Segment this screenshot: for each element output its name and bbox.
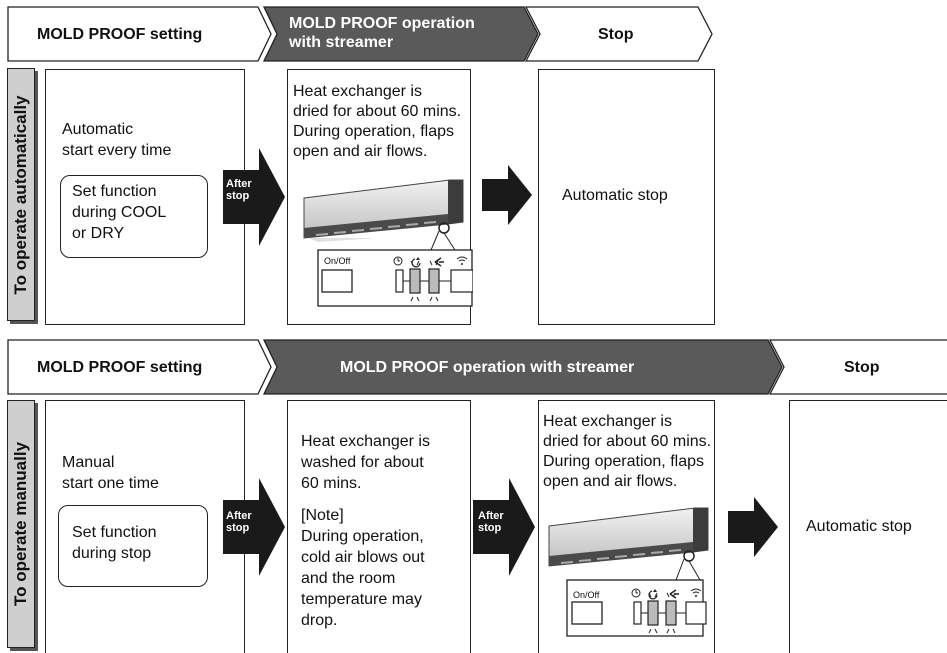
auto-step-setting-label: MOLD PROOF setting	[37, 26, 203, 43]
manual-step-stop-shape	[768, 339, 947, 395]
manual-control-panel	[571, 588, 707, 634]
manual-arrow-to-stop	[728, 497, 778, 557]
manual-after-stop-arrow-2: After stop	[473, 478, 535, 576]
auto-step-bar	[7, 6, 713, 62]
wifi-icon	[456, 256, 468, 265]
manual-panel-onoff-label: On/Off	[573, 590, 600, 600]
auto-arrow-to-stop	[482, 165, 532, 225]
auto-after-stop-arrow: After stop	[223, 148, 285, 246]
streamer-icon	[648, 589, 658, 600]
auto-after-stop-label-2: stop	[226, 190, 250, 202]
manual-step-stop-label: Stop	[844, 359, 880, 376]
auto-stop-text: Automatic stop	[562, 187, 668, 204]
manual-stop-box	[789, 400, 947, 653]
streamer-icon	[411, 257, 421, 268]
auto-control-panel	[321, 256, 473, 302]
manual-setting-function-box	[58, 505, 208, 587]
manual-setting-function-text: Set function during stop	[72, 524, 157, 562]
auto-onoff-button	[321, 269, 353, 293]
manual-dry-text: Heat exchanger is dried for about 60 min…	[543, 413, 712, 490]
auto-step-setting-shape	[7, 6, 272, 62]
auto-stop-box	[538, 69, 715, 325]
auto-step-stop-shape	[524, 6, 713, 62]
manual-step-bar	[7, 339, 947, 395]
auto-panel-onoff-label: On/Off	[324, 256, 351, 266]
mold-proof-icon	[434, 257, 444, 267]
auto-after-stop-label-1: After	[226, 178, 252, 190]
manual-step-setting-shape	[7, 339, 272, 395]
manual-after-stop-arrow-1: After stop	[223, 478, 285, 576]
manual-setting-text: Manual start one time	[62, 454, 159, 492]
wifi-icon	[690, 588, 702, 597]
manual-stop-text: Automatic stop	[806, 518, 912, 535]
side-label-manual: To operate manually	[7, 400, 35, 648]
auto-operation-text: Heat exchanger is dried for about 60 min…	[293, 83, 462, 160]
auto-step-operation-label: MOLD PROOF operation with streamer	[289, 15, 475, 51]
manual-after-stop-1-label-2: stop	[226, 522, 250, 534]
manual-after-stop-1-label-1: After	[226, 510, 252, 522]
auto-step-stop-label: Stop	[598, 26, 634, 43]
manual-onoff-button	[571, 601, 603, 625]
manual-after-stop-2-label-2: stop	[478, 522, 502, 534]
auto-setting-text: Automatic start every time	[62, 121, 172, 159]
manual-after-stop-2-label-1: After	[478, 510, 504, 522]
side-label-auto: To operate automatically	[7, 68, 35, 321]
manual-note-text: [Note] During operation, cold air blows …	[301, 507, 425, 629]
manual-step-operation-shape	[262, 339, 783, 395]
manual-step-operation-label: MOLD PROOF operation with streamer	[340, 359, 635, 376]
auto-setting-function-text: Set function during COOL or DRY	[72, 183, 167, 242]
clock-icon	[631, 588, 641, 598]
clock-icon	[393, 256, 403, 266]
manual-wash-text: Heat exchanger is washed for about 60 mi…	[301, 433, 430, 492]
manual-step-setting-label: MOLD PROOF setting	[37, 359, 203, 376]
auto-setting-function-box	[60, 175, 208, 258]
manual-wash-box	[287, 400, 471, 653]
auto-step-operation-shape	[262, 6, 539, 62]
